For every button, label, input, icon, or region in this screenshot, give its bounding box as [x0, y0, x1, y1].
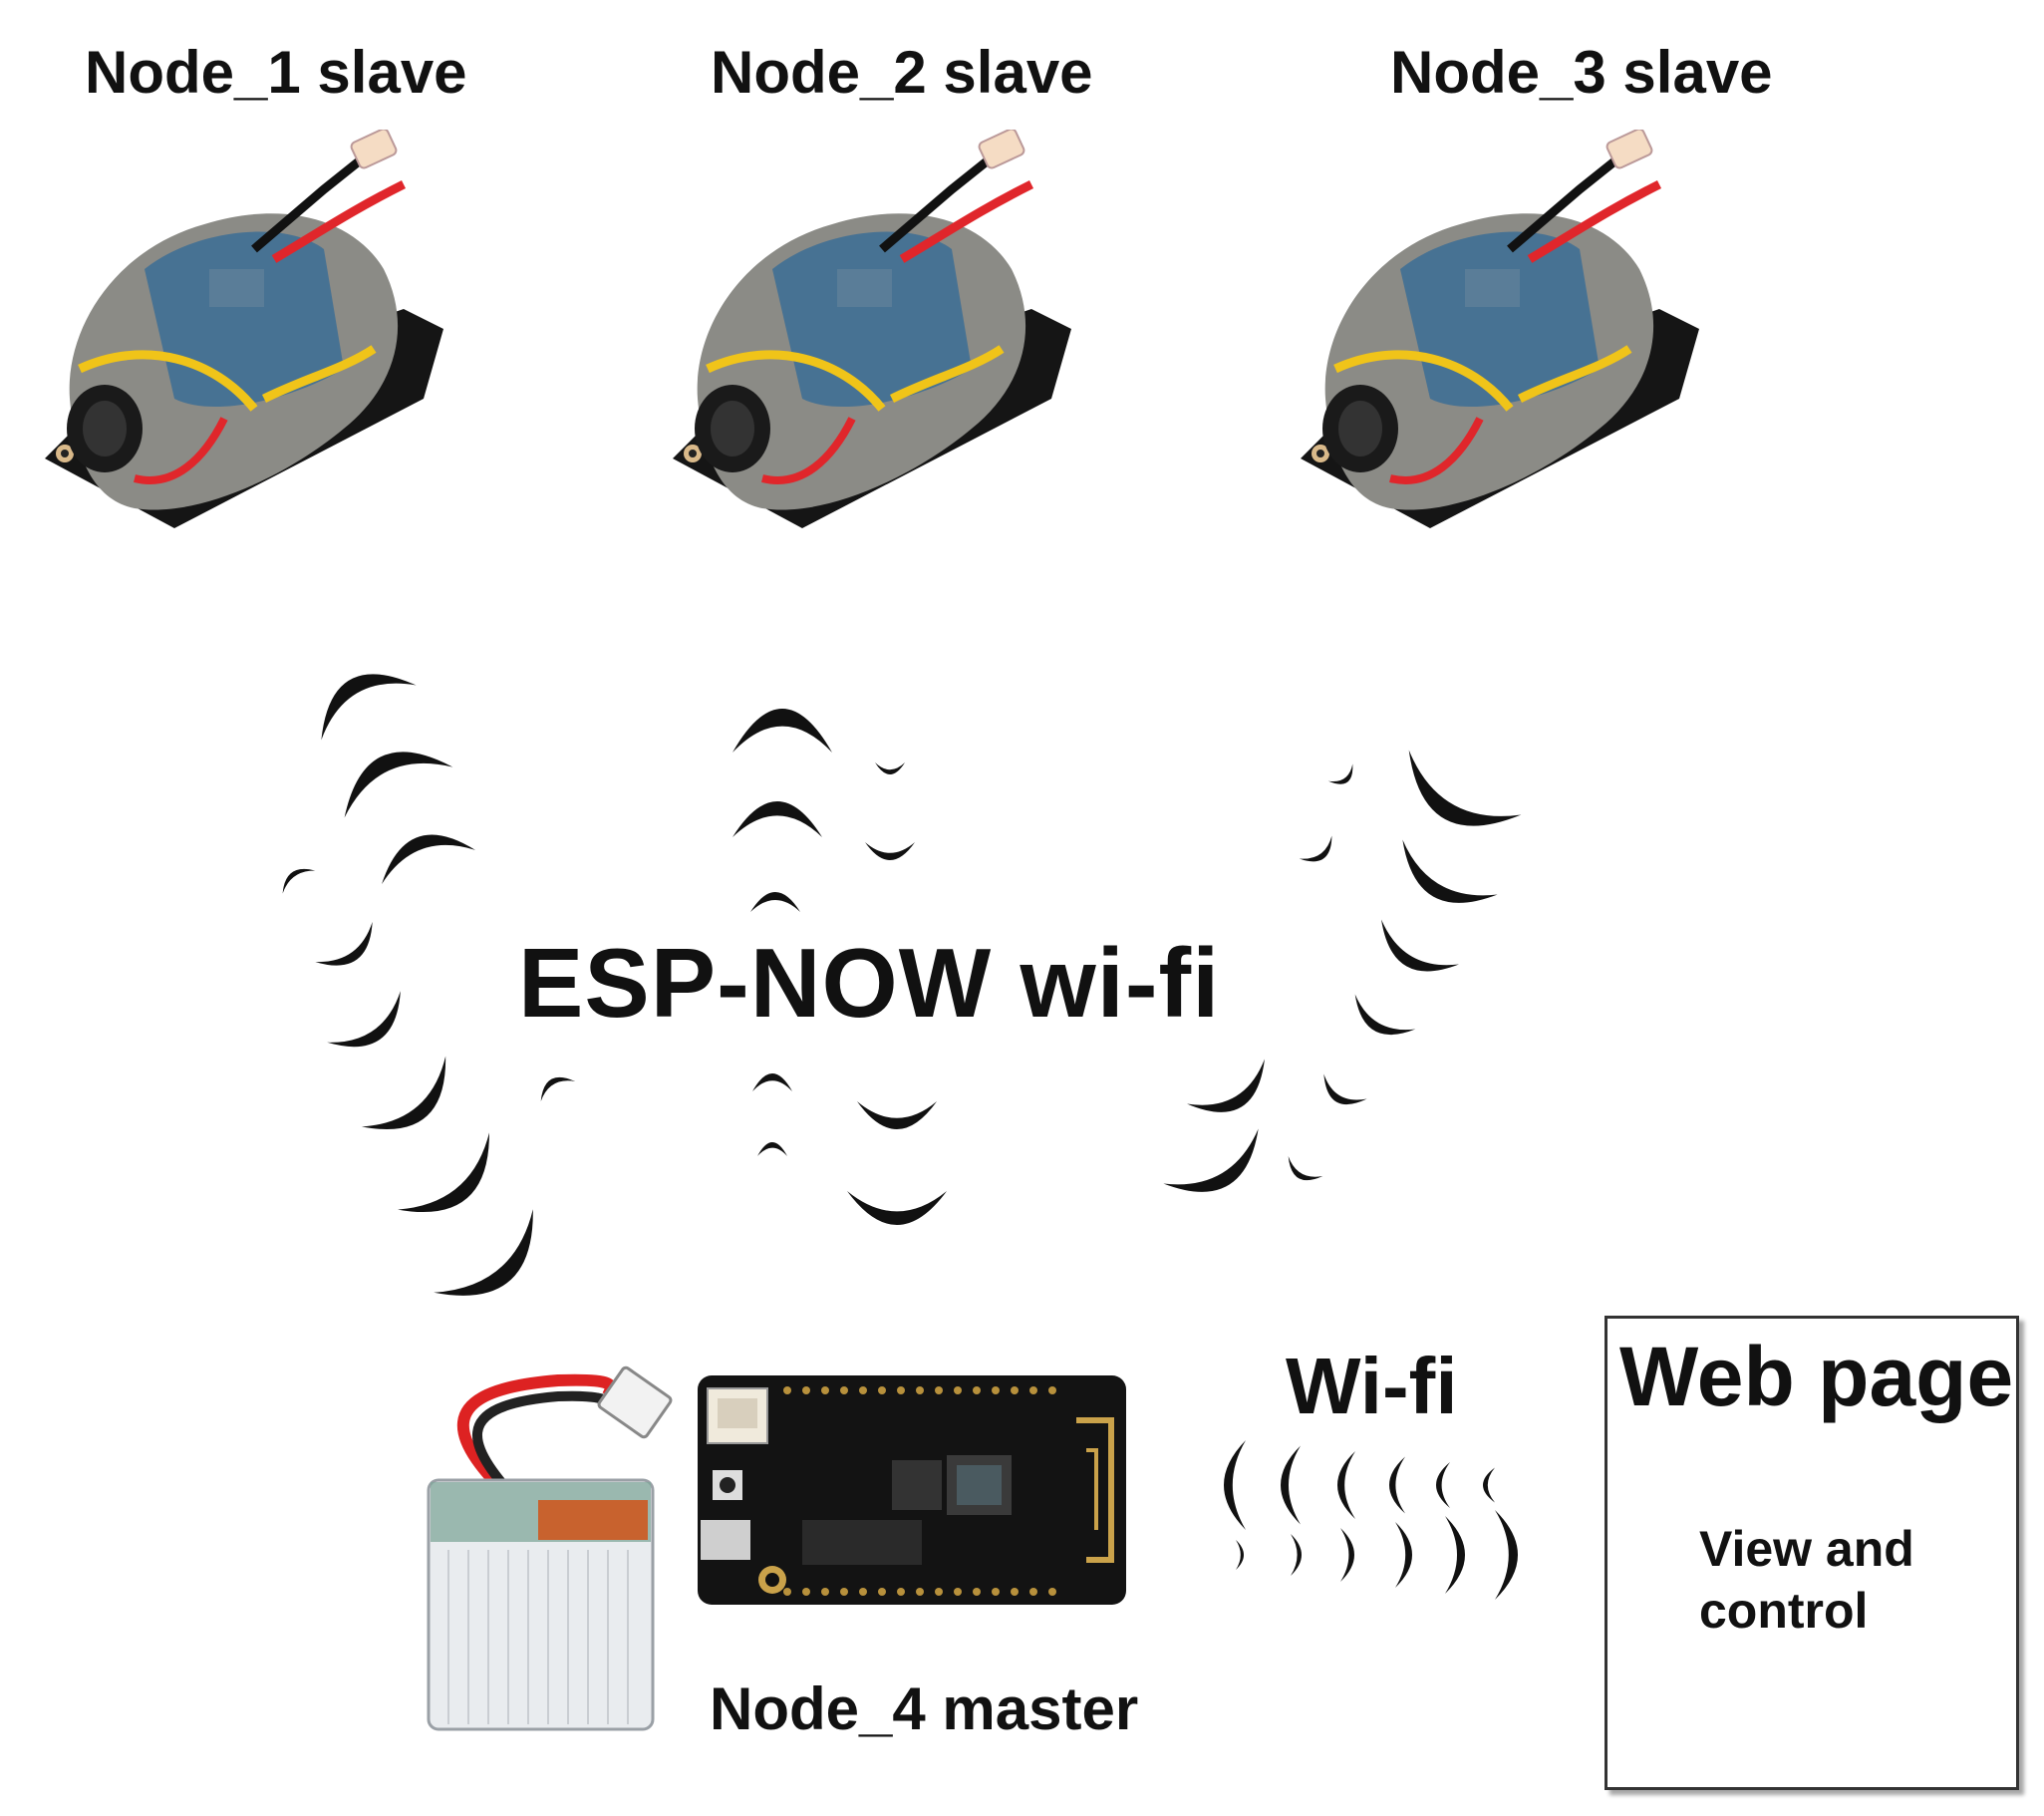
wave-arc	[857, 1101, 937, 1129]
wave-arc	[382, 834, 475, 885]
wifi-wave-arc	[1340, 1528, 1354, 1582]
master-node-label: Node_4 master	[710, 1675, 1139, 1742]
esp32-master-board-image	[698, 1375, 1126, 1605]
wave-arc	[434, 1209, 533, 1296]
wave-arc	[1381, 919, 1459, 972]
wave-arc	[750, 892, 800, 912]
wifi-wave-arc	[1495, 1510, 1518, 1600]
wifi-wave-arc	[1236, 1540, 1244, 1570]
wave-arc	[757, 1142, 787, 1156]
web-page-subtitle-line-1: View and	[1699, 1521, 1914, 1577]
wifi-wave-arc	[1337, 1451, 1355, 1519]
web-page-subtitle-line-2: control	[1699, 1583, 1869, 1639]
wifi-wave-arc	[1445, 1516, 1465, 1594]
node-3-label: Node_3 slave	[1390, 39, 1773, 106]
wave-arc	[1327, 763, 1353, 784]
slave-module-3-image	[1301, 130, 1699, 528]
web-page-box: Web page View and control	[1605, 1316, 2019, 1790]
web-page-subtitle: View and control	[1699, 1518, 1914, 1642]
wifi-wave-arc	[1395, 1522, 1412, 1588]
wave-arc	[1163, 1128, 1259, 1192]
wifi-wave-arc	[1483, 1467, 1495, 1503]
wave-arc	[1402, 839, 1498, 903]
wave-arc	[847, 1191, 947, 1225]
wave-arc	[752, 1073, 792, 1091]
esp-now-label: ESP-NOW wi-fi	[518, 928, 1221, 1038]
wave-arc	[1288, 1156, 1323, 1181]
node-1-label: Node_1 slave	[85, 39, 467, 106]
wave-arc	[540, 1076, 576, 1101]
wave-arc	[361, 1056, 446, 1130]
wifi-wave-arc	[1291, 1534, 1302, 1576]
wave-arc	[1323, 1073, 1367, 1105]
wave-arc	[282, 868, 316, 894]
wave-arc	[1408, 750, 1522, 826]
wave-arc	[1354, 994, 1416, 1036]
slave-module-2-image	[673, 130, 1071, 528]
wifi-label: Wi-fi	[1286, 1342, 1458, 1430]
wave-arc	[1187, 1059, 1265, 1112]
wave-arc	[398, 1132, 489, 1213]
wave-arc	[875, 762, 905, 774]
wifi-wave-arc	[1389, 1456, 1405, 1514]
wave-arc	[344, 752, 453, 818]
node-2-label: Node_2 slave	[711, 39, 1093, 106]
slave-module-1-image	[45, 130, 443, 528]
wifi-wave-arc	[1224, 1440, 1246, 1530]
wave-arc	[865, 842, 915, 860]
wifi-wave-arc	[1281, 1445, 1301, 1525]
wave-arc	[315, 921, 373, 966]
wave-arc	[732, 709, 832, 753]
wave-arc	[327, 991, 401, 1048]
wave-arc	[321, 674, 417, 741]
wifi-wave-arc	[1436, 1462, 1450, 1508]
web-page-title: Web page	[1619, 1330, 2014, 1423]
wave-arc	[732, 801, 822, 837]
wave-arc	[1299, 835, 1332, 862]
lipo-battery-image	[427, 1365, 673, 1731]
